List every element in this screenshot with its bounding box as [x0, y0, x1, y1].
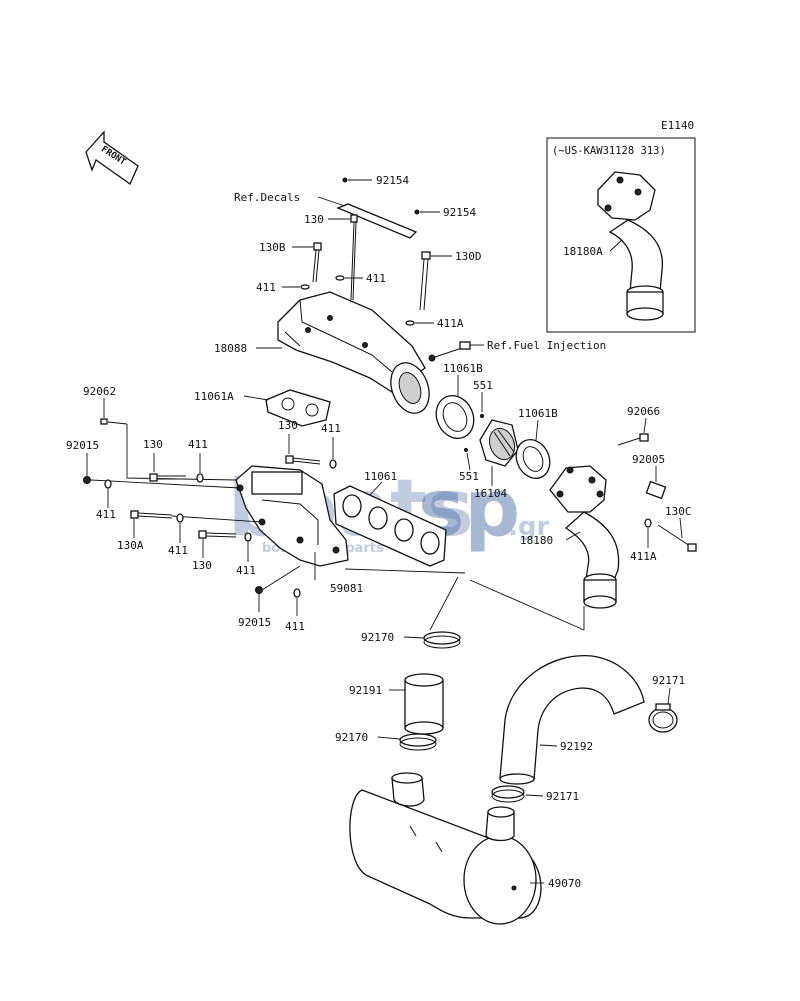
plug-92015-icon: [83, 476, 91, 484]
label-92015-b: 92015: [238, 616, 271, 629]
inset-box: (~US-KAW31128 313) 18180A: [546, 137, 696, 333]
gasket-11061A-icon: [265, 389, 331, 427]
label-551-top: 551: [473, 379, 493, 392]
clamp-92170-top-icon: [423, 631, 461, 649]
bolt-130-m2-icon: [285, 455, 321, 465]
inset-title: (~US-KAW31128 313): [552, 145, 666, 157]
label-411-m3: 411: [236, 564, 256, 577]
bolt-130-icon: [350, 214, 358, 301]
washer-411b-icon: [300, 284, 310, 290]
label-551-mid: 551: [459, 470, 479, 483]
washer-411A-icon: [405, 320, 415, 326]
pin-551b-icon: [463, 447, 469, 453]
gasket-11061B-right-icon: [515, 439, 551, 479]
label-411A-top: 411A: [437, 317, 464, 330]
label-411A-right: 411A: [630, 550, 657, 563]
label-11061B-top: 11061B: [443, 362, 483, 375]
label-130-m3: 130: [192, 559, 212, 572]
washer-411-b-icon: [293, 588, 301, 598]
label-130B: 130B: [259, 241, 286, 254]
label-18088: 18088: [214, 342, 247, 355]
label-411-m1: 411: [188, 438, 208, 451]
exhaust-manifold-icon: [235, 465, 349, 567]
label-130-m2: 130: [278, 419, 298, 432]
label-59081: 59081: [330, 582, 363, 595]
label-16104: 16104: [474, 487, 507, 500]
label-11061B-right: 11061B: [518, 407, 558, 420]
hose-92191-icon: [404, 673, 444, 735]
ref-fuel-injection: Ref.Fuel Injection: [487, 339, 606, 352]
label-92066: 92066: [627, 405, 660, 418]
label-11061A: 11061A: [194, 390, 234, 403]
label-11061: 11061: [364, 470, 397, 483]
label-92170-b: 92170: [335, 731, 368, 744]
label-130-top: 130: [304, 213, 324, 226]
ref-decals: Ref.Decals: [234, 191, 300, 204]
label-130A: 130A: [117, 539, 144, 552]
washer-411A-right-icon: [644, 518, 652, 528]
exhaust-pipe-inset-icon: [597, 171, 664, 321]
label-92005: 92005: [632, 453, 665, 466]
label-130-m1: 130: [143, 438, 163, 451]
label-92191: 92191: [349, 684, 382, 697]
bolt-130B-icon: [312, 242, 322, 283]
decal-strip: [336, 203, 418, 239]
label-411-b: 411: [285, 620, 305, 633]
clamp-92171-right-icon: [648, 703, 678, 733]
washer-411-m2-icon: [329, 459, 337, 469]
label-92015-a: 92015: [66, 439, 99, 452]
gasket-11061-icon: [333, 485, 447, 567]
washer-411-l1-icon: [104, 479, 112, 489]
hose-92192-icon: [499, 655, 645, 785]
label-411-m2: 411: [321, 422, 341, 435]
clamp-92171-icon: [491, 785, 525, 803]
bolt-130A-icon: [130, 510, 173, 519]
bolt-130-m1-icon: [149, 473, 186, 482]
diagram-code: E1140: [661, 119, 694, 132]
plug-92015b-icon: [255, 586, 263, 594]
label-130C: 130C: [665, 505, 692, 518]
bolt-130-m3-icon: [198, 530, 237, 539]
label-18180A: 18180A: [563, 245, 603, 258]
screw-92154-icon: [342, 177, 348, 183]
washer-411-m3-icon: [244, 532, 252, 542]
bolt-130C-icon: [657, 524, 697, 552]
exhaust-pipe-18088-icon: [277, 291, 430, 414]
muffler-49070-icon: [349, 772, 542, 925]
screw-92154b-icon: [414, 209, 420, 215]
bolt-130D-icon: [419, 251, 431, 311]
svg-text:.gr: .gr: [508, 512, 549, 542]
gasket-11061B-icon: [435, 395, 475, 439]
label-92170-a: 92170: [361, 631, 394, 644]
label-130D: 130D: [455, 250, 482, 263]
label-92062: 92062: [83, 385, 116, 398]
label-92171-b: 92171: [546, 790, 579, 803]
label-411-top1: 411: [366, 272, 386, 285]
label-411-l1: 411: [96, 508, 116, 521]
washer-411-icon: [335, 275, 345, 281]
label-92154-b: 92154: [443, 206, 476, 219]
label-92154-a: 92154: [376, 174, 409, 187]
label-92171-a: 92171: [652, 674, 685, 687]
front-arrow-icon: FRONT: [85, 130, 139, 185]
label-49070: 49070: [548, 877, 581, 890]
fitting-92005-icon: [645, 480, 667, 500]
label-18180: 18180: [520, 534, 553, 547]
label-92192: 92192: [560, 740, 593, 753]
exhaust-pipe-18180-icon: [549, 465, 620, 609]
plug-92062-icon: [100, 418, 108, 425]
pin-551-icon: [479, 413, 485, 419]
bolt-92066-icon: [617, 433, 649, 446]
washer-411-m1-icon: [196, 473, 204, 483]
label-411-l2: 411: [168, 544, 188, 557]
clamp-92170-bottom-icon: [399, 733, 437, 751]
washer-411-l2-icon: [176, 513, 184, 523]
sensor-connector-icon: [428, 341, 471, 362]
label-411-top2: 411: [256, 281, 276, 294]
coupler-16104-icon: [479, 419, 519, 467]
